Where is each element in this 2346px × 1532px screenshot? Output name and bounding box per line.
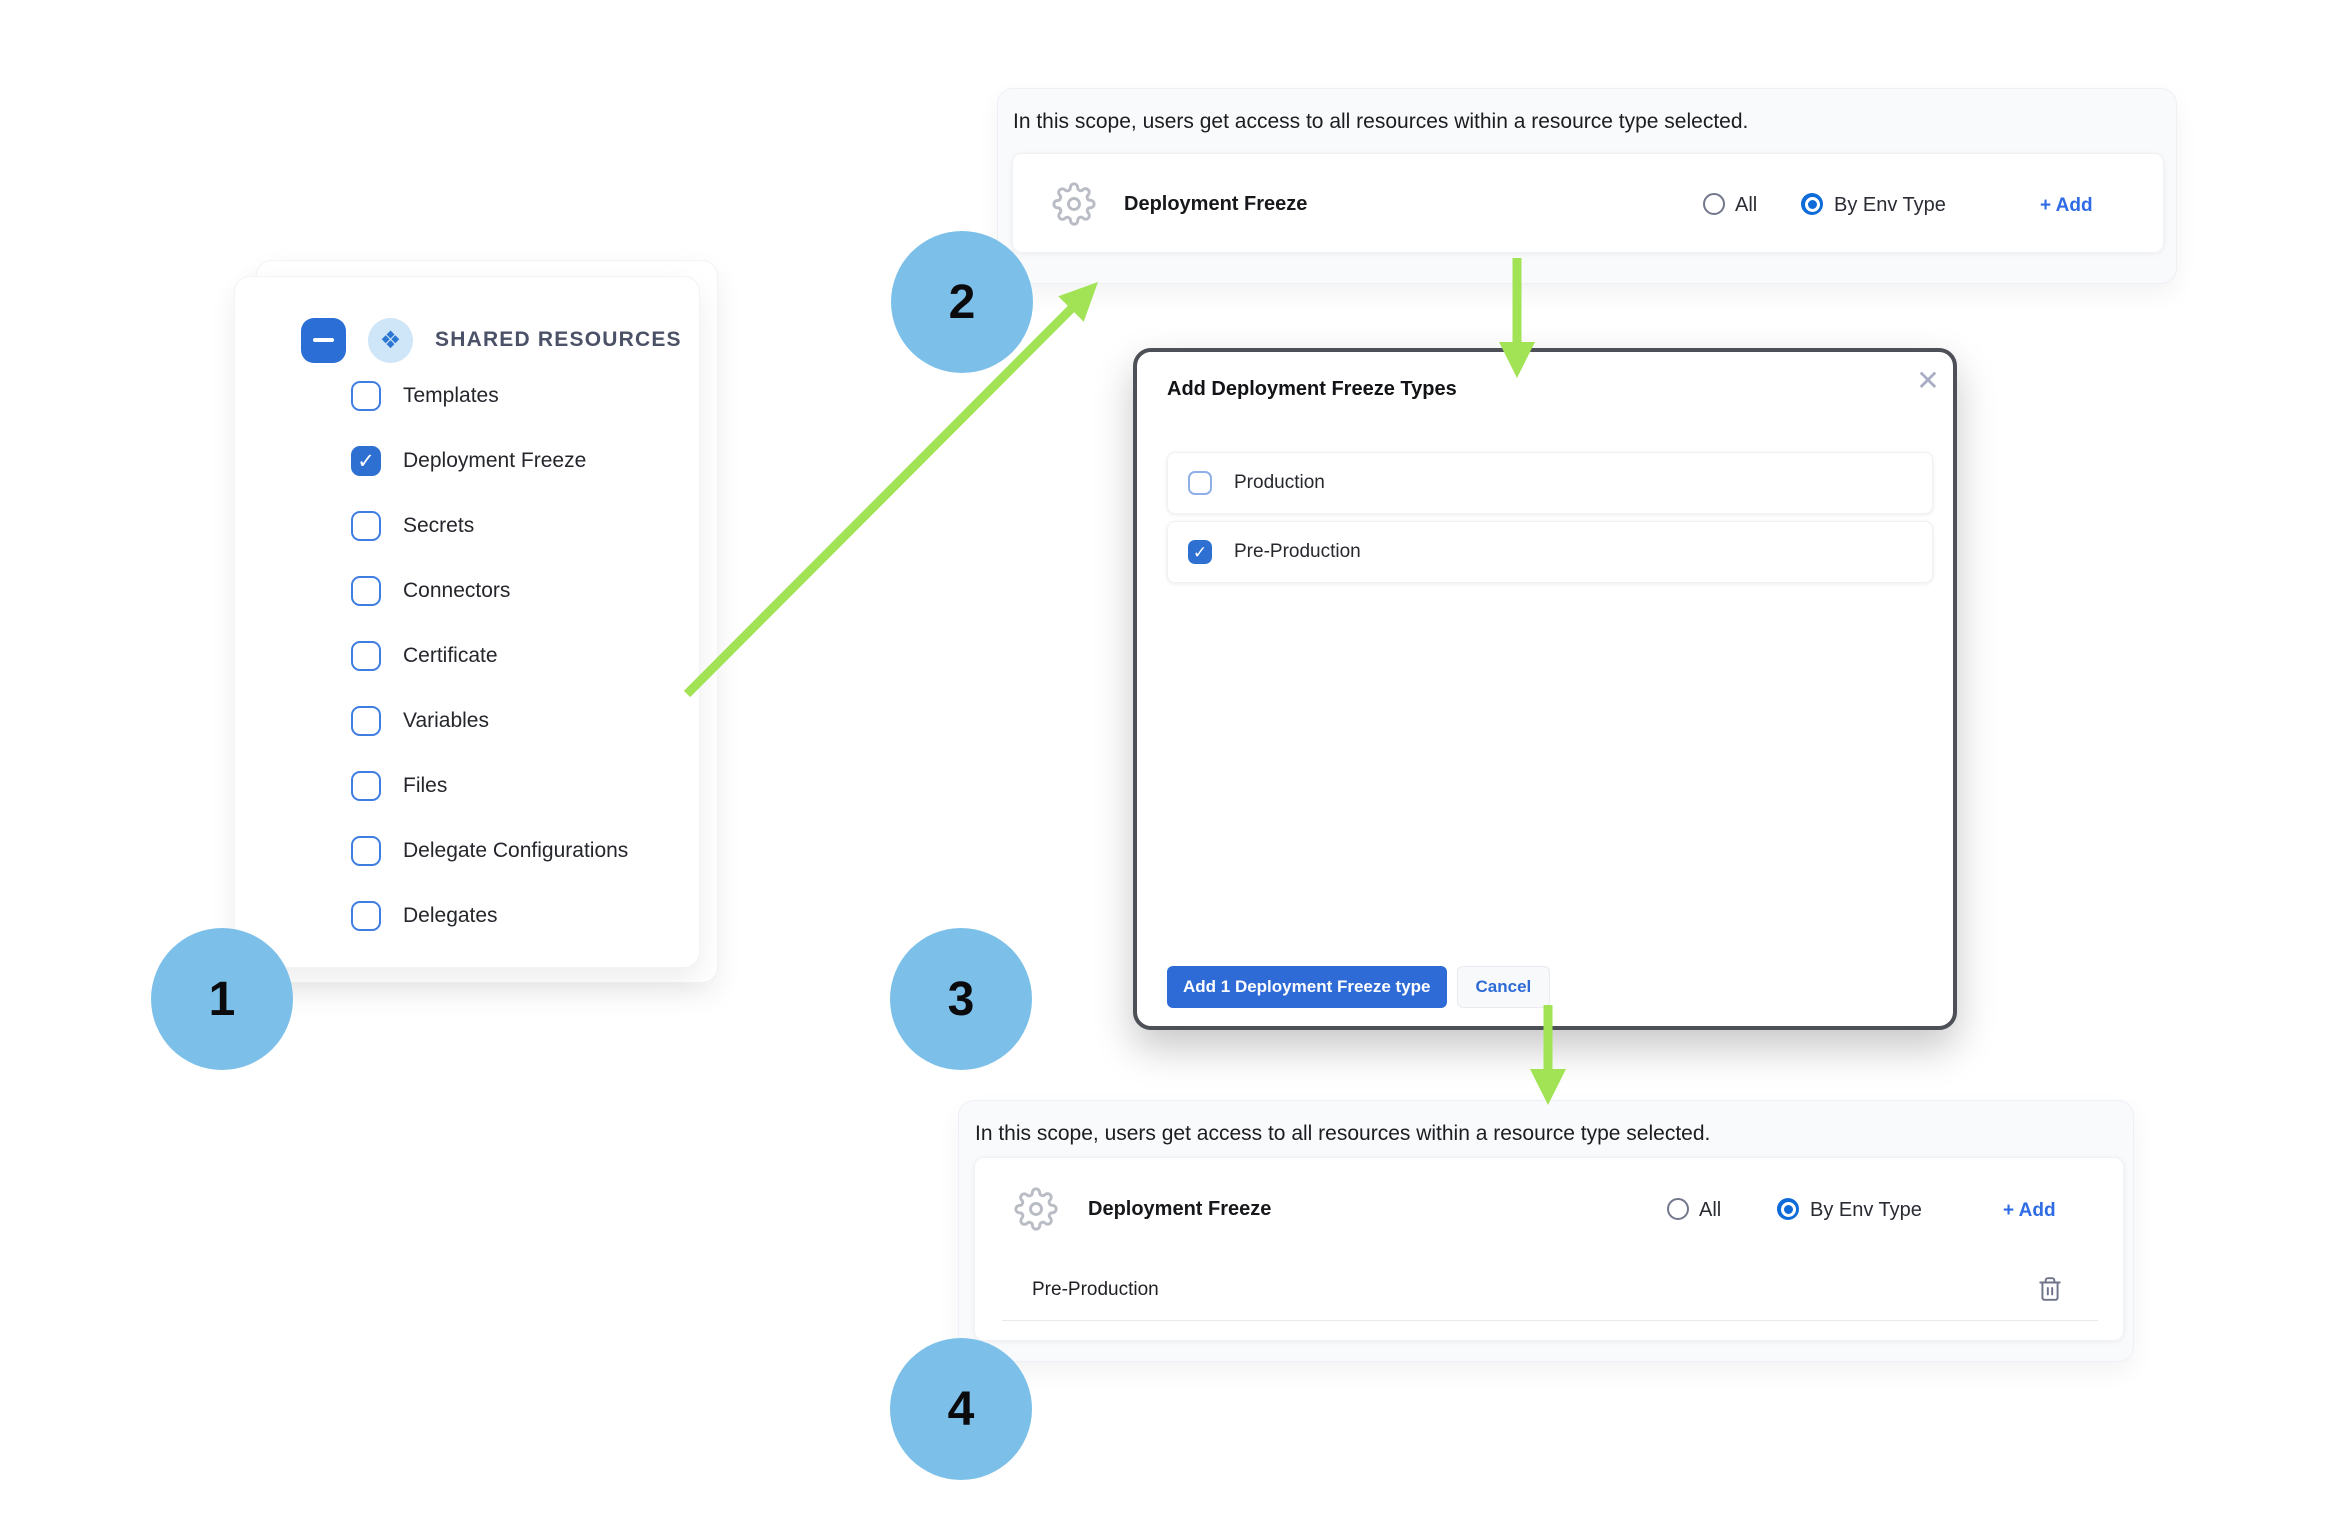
radio-all-label[interactable]: All: [1699, 1199, 1722, 1221]
radio-by-env-type-label[interactable]: By Env Type: [1810, 1199, 1922, 1221]
checkbox-checked-icon[interactable]: [351, 446, 381, 476]
step-badge-4: 4: [890, 1338, 1032, 1480]
option-label: Pre-Production: [1234, 541, 1361, 562]
resource-item-connectors[interactable]: Connectors: [351, 575, 628, 607]
scope-panel-top: In this scope, users get access to all r…: [997, 88, 2177, 284]
option-row-production[interactable]: Production: [1167, 452, 1933, 514]
resource-label: Deployment Freeze: [403, 449, 587, 472]
checkbox-icon[interactable]: [351, 641, 381, 671]
checkbox-icon[interactable]: [351, 771, 381, 801]
resource-type-label: Deployment Freeze: [1088, 1198, 1272, 1220]
resource-type-row: Deployment Freeze All By Env Type + Add: [1012, 153, 2164, 253]
option-label: Production: [1234, 472, 1325, 493]
resource-item-variables[interactable]: Variables: [351, 705, 628, 737]
row-divider: [1002, 1320, 2098, 1321]
resource-item-secrets[interactable]: Secrets: [351, 510, 628, 542]
resource-label: Delegates: [403, 904, 498, 927]
radio-all[interactable]: [1703, 193, 1725, 215]
resource-item-deployment-freeze[interactable]: Deployment Freeze: [351, 445, 628, 477]
shared-resources-header: ❖ SHARED RESOURCES: [301, 317, 682, 363]
close-icon[interactable]: ✕: [1916, 364, 1940, 396]
checkbox-icon[interactable]: [351, 381, 381, 411]
trash-icon: [2039, 1277, 2061, 1301]
resource-label: Connectors: [403, 579, 511, 602]
modal-footer: Add 1 Deployment Freeze type Cancel: [1167, 966, 1551, 1008]
resource-checkbox-list: Templates Deployment Freeze Secrets Conn…: [351, 380, 628, 932]
gear-icon: [1052, 182, 1096, 226]
resource-label: Variables: [403, 709, 489, 732]
step-badge-3: 3: [890, 928, 1032, 1070]
selected-env-type-label: Pre-Production: [1032, 1279, 1159, 1300]
cancel-button[interactable]: Cancel: [1456, 966, 1551, 1008]
radio-all-label[interactable]: All: [1735, 194, 1758, 216]
checkbox-icon[interactable]: [351, 511, 381, 541]
resource-item-certificate[interactable]: Certificate: [351, 640, 628, 672]
resource-label: Templates: [403, 384, 499, 407]
diamond-glyph: ❖: [379, 326, 402, 354]
radio-all[interactable]: [1667, 1198, 1689, 1220]
modal-title: Add Deployment Freeze Types: [1167, 378, 1457, 400]
step-badge-2: 2: [891, 231, 1033, 373]
resource-type-row: Deployment Freeze All By Env Type + Add …: [974, 1157, 2124, 1341]
checkbox-icon[interactable]: [351, 836, 381, 866]
scope-description: In this scope, users get access to all r…: [975, 1122, 1711, 1145]
scope-panel-bottom: In this scope, users get access to all r…: [958, 1100, 2134, 1362]
checkbox-icon[interactable]: [351, 901, 381, 931]
scope-description: In this scope, users get access to all r…: [1013, 110, 1749, 133]
shared-resources-title: SHARED RESOURCES: [435, 328, 682, 351]
radio-by-env-type[interactable]: [1777, 1198, 1799, 1220]
checkbox-checked-icon[interactable]: [1188, 540, 1212, 564]
shared-resources-icon: ❖: [368, 317, 413, 363]
add-button[interactable]: + Add: [2003, 1200, 2056, 1221]
radio-by-env-type-label[interactable]: By Env Type: [1834, 194, 1946, 216]
gear-icon: [1014, 1187, 1058, 1231]
checkbox-icon[interactable]: [351, 706, 381, 736]
resource-label: Files: [403, 774, 448, 797]
arrow-step1-to-step2: [683, 282, 1098, 698]
checkbox-icon[interactable]: [351, 576, 381, 606]
checkbox-icon[interactable]: [1188, 471, 1212, 495]
resource-item-delegate-configurations[interactable]: Delegate Configurations: [351, 835, 628, 867]
resource-type-label: Deployment Freeze: [1124, 193, 1308, 215]
add-deployment-freeze-modal: Add Deployment Freeze Types ✕ Production…: [1133, 348, 1957, 1030]
resource-item-templates[interactable]: Templates: [351, 380, 628, 412]
option-row-pre-production[interactable]: Pre-Production: [1167, 521, 1933, 583]
resource-label: Certificate: [403, 644, 498, 667]
shared-resources-panel: ❖ SHARED RESOURCES Templates Deployment …: [234, 276, 700, 968]
radio-by-env-type[interactable]: [1801, 193, 1823, 215]
add-deployment-freeze-type-button[interactable]: Add 1 Deployment Freeze type: [1167, 966, 1447, 1008]
resource-label: Delegate Configurations: [403, 839, 629, 862]
resource-item-delegates[interactable]: Delegates: [351, 900, 628, 932]
delete-button[interactable]: [2035, 1274, 2065, 1304]
add-button[interactable]: + Add: [2040, 195, 2093, 216]
resource-item-files[interactable]: Files: [351, 770, 628, 802]
collapse-button[interactable]: [301, 317, 346, 363]
minus-icon: [313, 338, 334, 342]
resource-label: Secrets: [403, 514, 475, 537]
step-badge-1: 1: [151, 928, 293, 1070]
